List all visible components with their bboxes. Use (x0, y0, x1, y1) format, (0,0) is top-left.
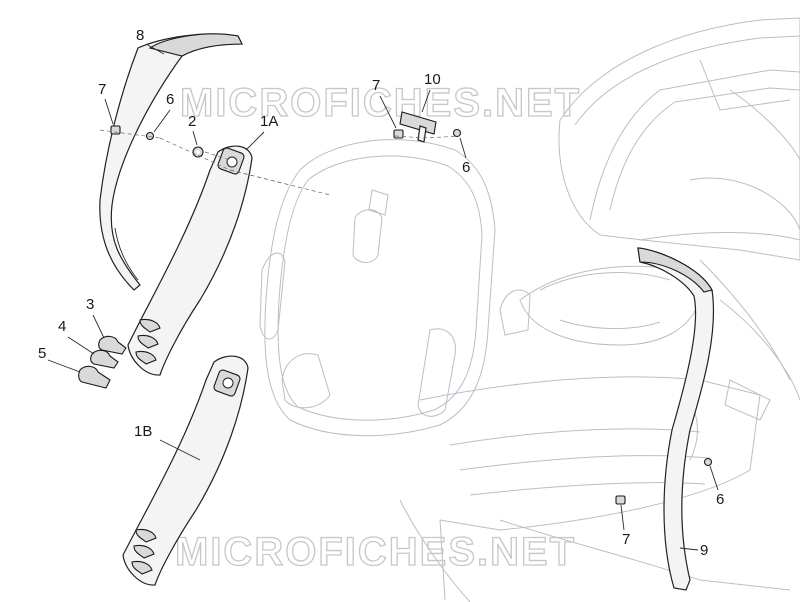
scooter-body-outline (259, 17, 800, 602)
part-1a-horn-cover (127, 145, 253, 376)
callout-6-upper-left: 6 (166, 91, 174, 108)
part-7-clip-b (393, 129, 404, 139)
part-7-clip-a (110, 125, 121, 135)
callout-9: 9 (700, 542, 708, 559)
callout-6-right: 6 (716, 491, 724, 508)
assembly-lines (99, 129, 461, 196)
watermark-bottom: MICROFICHES.NET (175, 530, 576, 574)
callout-2: 2 (188, 113, 196, 130)
part-9-right-trim-strip (637, 247, 715, 591)
part-3-badge (98, 335, 127, 355)
part-6-screw-a (145, 131, 155, 141)
part-8-left-trim-strip (99, 33, 243, 291)
callout-5: 5 (38, 345, 46, 362)
part-5-badge (78, 365, 111, 389)
callout-7-lower-right: 7 (622, 531, 630, 548)
callout-4: 4 (58, 318, 66, 335)
callout-6-top-center: 6 (462, 159, 470, 176)
watermark-top: MICROFICHES.NET (180, 81, 581, 125)
callout-1a: 1A (260, 113, 278, 130)
callout-8: 8 (136, 27, 144, 44)
part-6-screw-b (452, 128, 462, 138)
part-10-bracket (399, 111, 437, 143)
part-1b-horn-cover (122, 355, 249, 586)
part-4-badge (90, 349, 119, 369)
callout-7-top-center: 7 (372, 77, 380, 94)
callout-1b: 1B (134, 423, 152, 440)
callout-7-upper-left: 7 (98, 81, 106, 98)
callout-3: 3 (86, 296, 94, 313)
part-6-screw-c (703, 457, 713, 467)
part-7-clip-c (615, 495, 626, 505)
part-2-grommet (192, 146, 204, 158)
callouts: 8 7 6 2 1A 7 10 6 3 4 5 1B 6 7 9 (38, 27, 724, 559)
callout-10: 10 (424, 71, 441, 88)
